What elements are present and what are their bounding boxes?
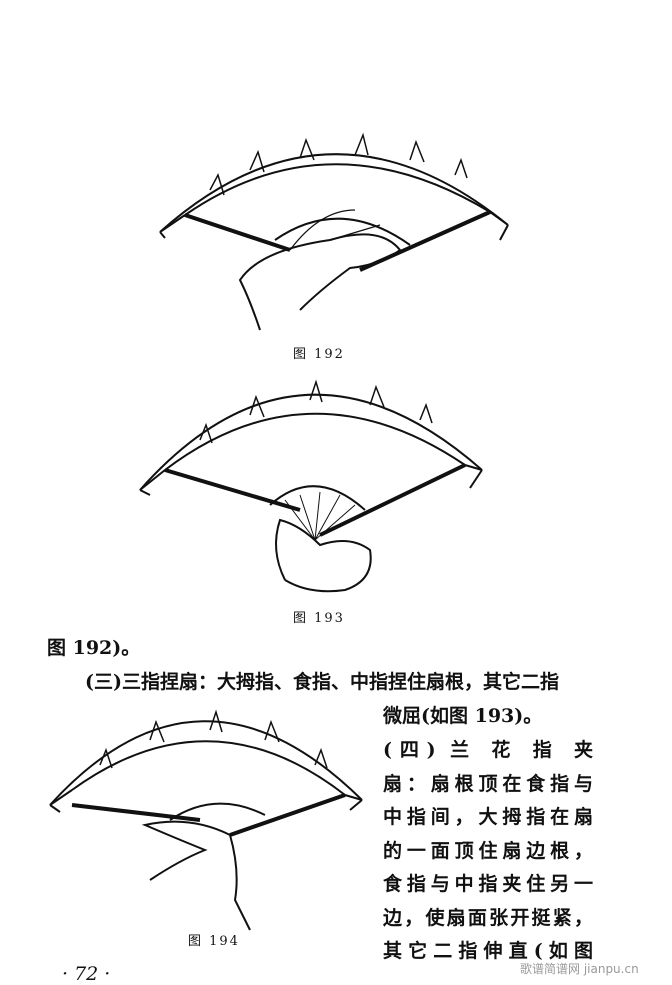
figure-192-caption: 图 192 — [293, 347, 345, 362]
watermark: 歌谱简谱网 jianpu.cn — [520, 962, 639, 976]
column-text-line: 食指与中指夹住另一 — [383, 873, 593, 895]
column-text-line: 扇：扇根顶在食指与 — [383, 773, 593, 795]
column-text-line: 边，使扇面张开挺紧， — [383, 907, 593, 929]
figure-194-drawing — [49, 709, 363, 931]
body-text-line: 图 192)。 — [47, 637, 141, 659]
column-text-line: (四) 兰 花 指 夹 — [383, 739, 593, 761]
body-text-line: 微屈(如图 193)。 — [383, 705, 543, 727]
body-text-line: (三)三指捏扇：大拇指、食指、中指捏住扇根，其它二指 — [85, 671, 559, 693]
column-text-line: 的一面顶住扇边根， — [383, 840, 593, 862]
figure-192-drawing — [159, 132, 509, 331]
column-text-line: 其它二指伸直(如图 — [383, 940, 593, 962]
column-text-line: 中指间，大拇指在扇 — [383, 806, 593, 828]
figure-194-caption: 图 194 — [188, 934, 240, 949]
figure-193-drawing — [139, 379, 483, 593]
figure-193-caption: 图 193 — [293, 611, 345, 626]
page-number: · 72 · — [62, 963, 111, 985]
